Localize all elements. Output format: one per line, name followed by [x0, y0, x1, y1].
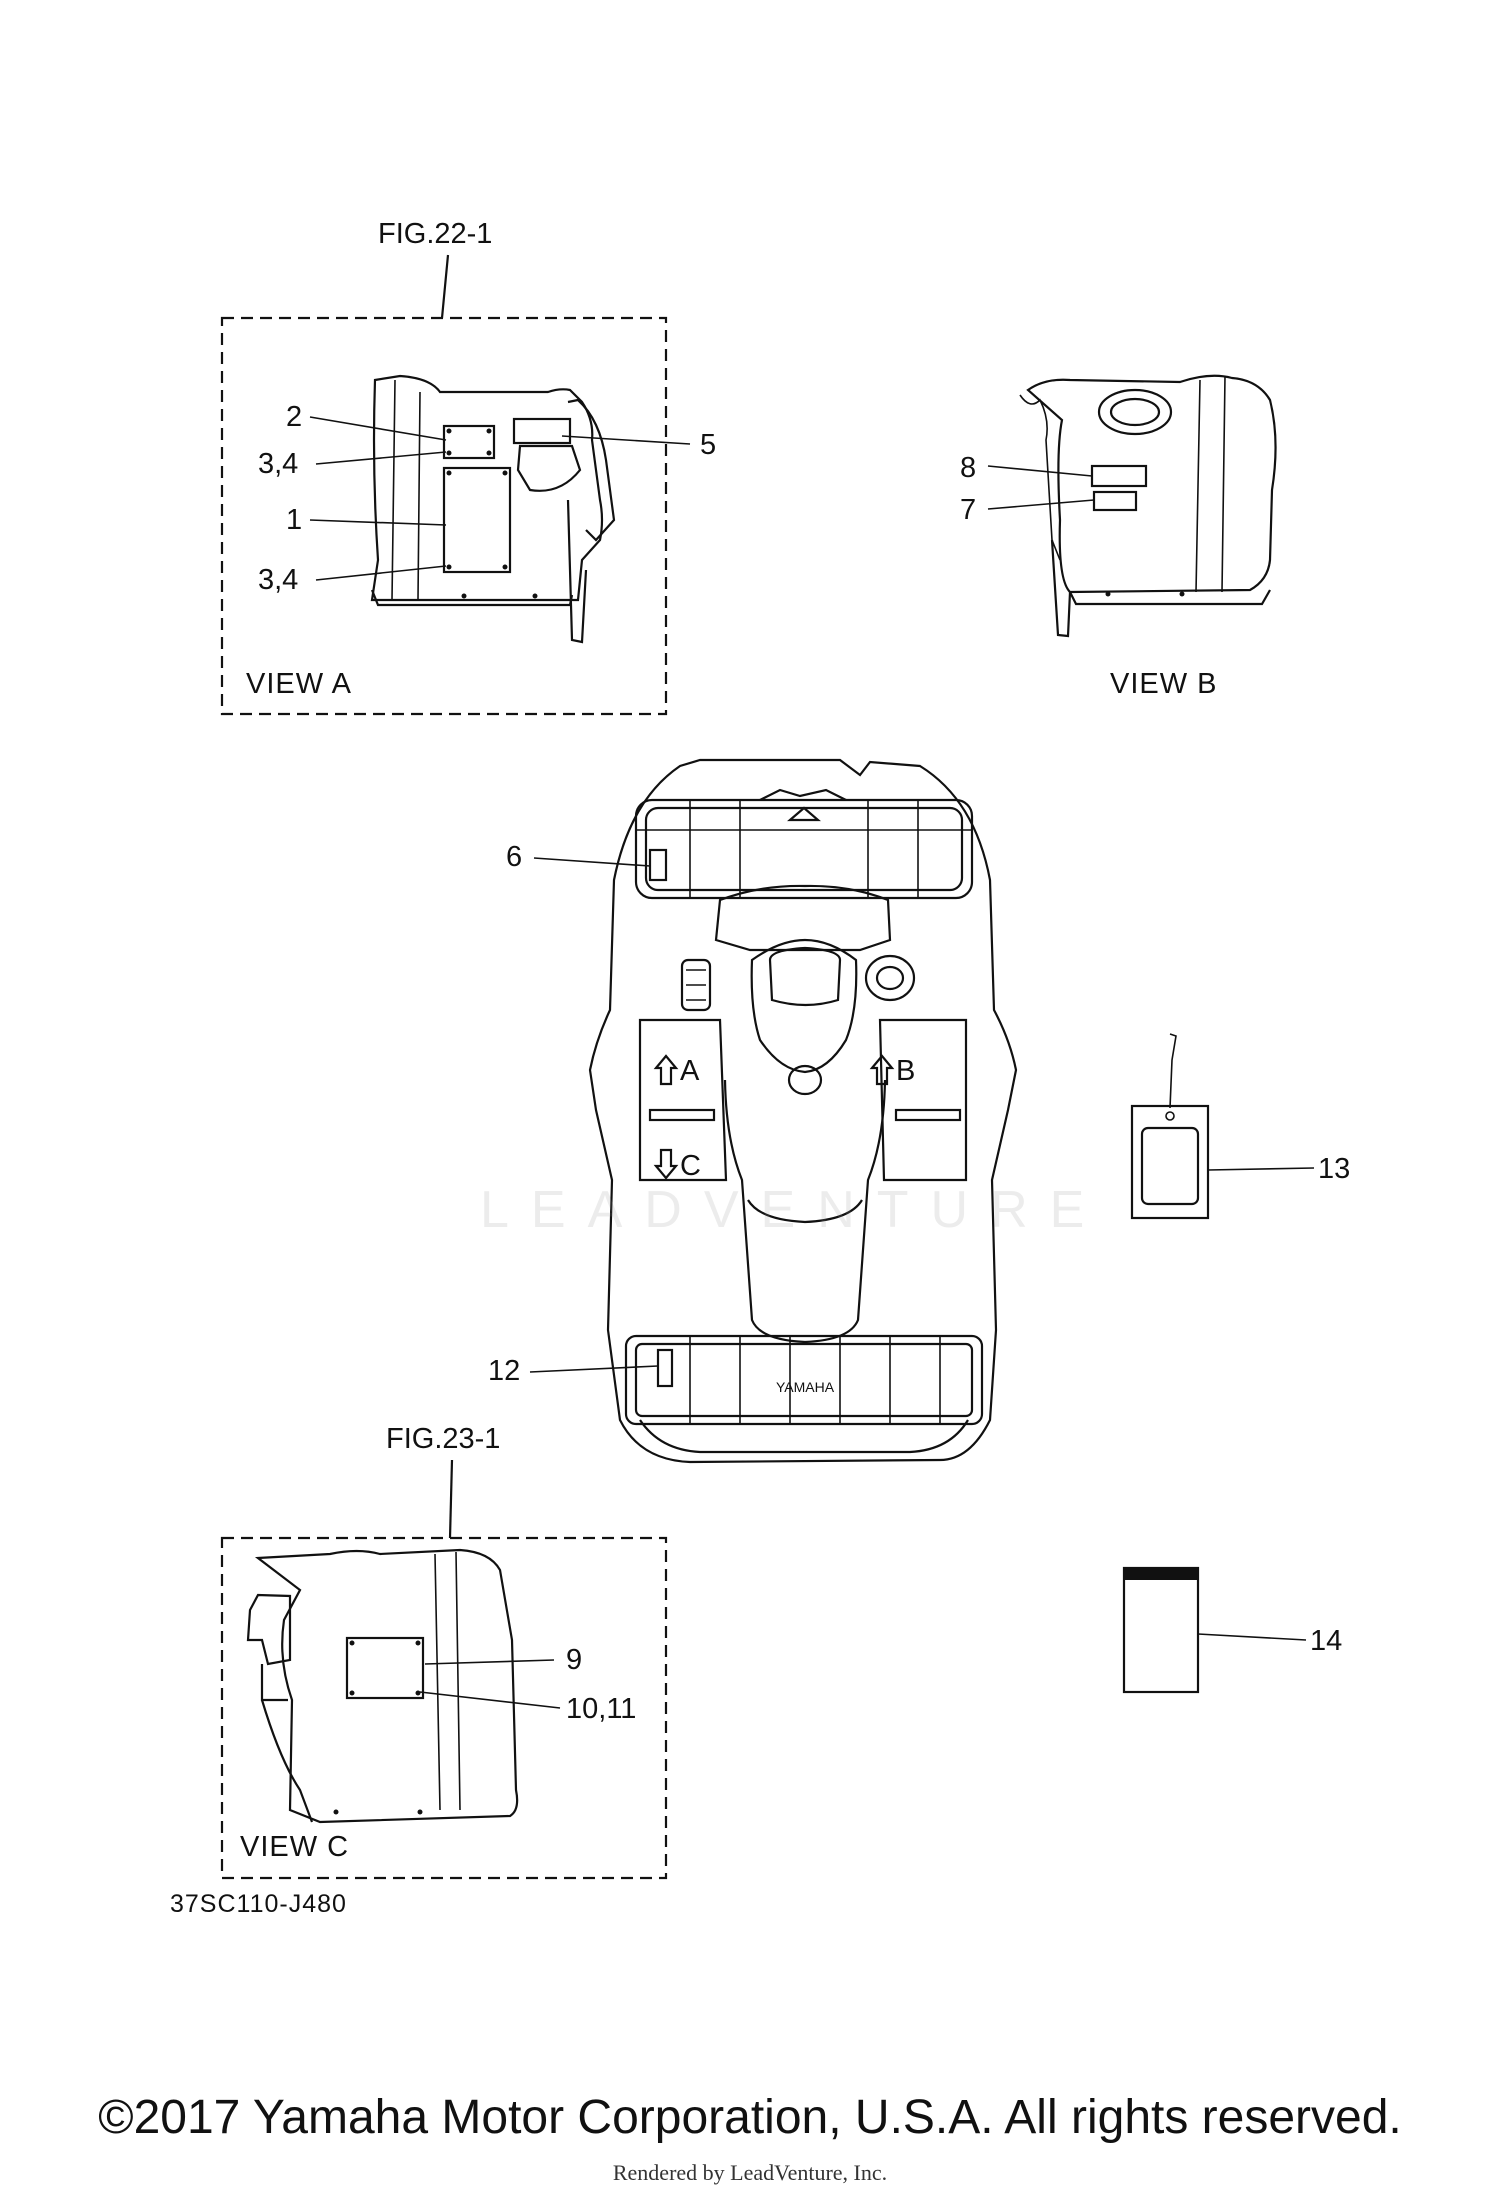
booklet-body [1122, 1566, 1200, 1694]
callout-10-11[interactable]: 10,11 [566, 1693, 636, 1725]
callout-5[interactable]: 5 [700, 429, 716, 461]
arrow-b-label: B [896, 1055, 915, 1087]
callout-6[interactable]: 6 [506, 841, 522, 873]
callout-3-4-lower[interactable]: 3,4 [258, 564, 298, 596]
rendered-by-text: Rendered by LeadVenture, Inc. [612, 2160, 888, 2185]
callout-3-4-upper[interactable]: 3,4 [258, 448, 298, 480]
watermark: LEADVENTURE [480, 1181, 1107, 1239]
callout-13[interactable]: 13 [1318, 1153, 1350, 1185]
tag-card [1130, 1104, 1210, 1220]
arrow-a: A [653, 1054, 700, 1087]
label-1 [442, 466, 512, 574]
item-14-booklet: 14 [1122, 1566, 1342, 1694]
view-c-panel: FIG.23-1 9 10,11 VIEW C [220, 1423, 668, 1880]
view-a-panel: FIG.22-1 2 3,4 1 3,4 5 VIEW A [220, 218, 716, 716]
label-7 [1092, 490, 1138, 512]
label-12 [656, 1348, 674, 1388]
callout-7[interactable]: 7 [960, 494, 976, 526]
yamaha-emblem: YAMAHA [776, 1379, 835, 1395]
arrow-c-label: C [680, 1150, 701, 1182]
arrow-b: B [869, 1054, 915, 1087]
callout-12[interactable]: 12 [488, 1355, 520, 1387]
label-8 [1090, 464, 1148, 488]
callout-9[interactable]: 9 [566, 1644, 582, 1676]
callout-14[interactable]: 14 [1310, 1625, 1342, 1657]
fig-ref-bottom[interactable]: FIG.23-1 [386, 1423, 500, 1455]
item-13-tag: 13 [1130, 1033, 1350, 1220]
callout-8[interactable]: 8 [960, 452, 976, 484]
view-b-label: VIEW B [1110, 668, 1218, 700]
label-9 [345, 1636, 425, 1700]
view-c-label: VIEW C [240, 1831, 349, 1863]
view-a-label: VIEW A [246, 668, 352, 700]
atv-top-view: YAMAHA A B C 6 12 [488, 758, 1018, 1464]
fig-ref-top[interactable]: FIG.22-1 [378, 218, 492, 250]
label-5 [512, 417, 572, 445]
drawing-code: 37SC110-J480 [170, 1890, 347, 1918]
copyright-text: ©2017 Yamaha Motor Corporation, U.S.A. A… [98, 2091, 1402, 2144]
label-6 [648, 848, 668, 882]
view-b-panel: 8 7 VIEW B [960, 374, 1277, 700]
callout-1[interactable]: 1 [286, 504, 302, 536]
arrow-c: C [653, 1148, 701, 1182]
view-c-frame [220, 1536, 668, 1880]
arrow-a-label: A [680, 1055, 700, 1087]
label-2 [442, 424, 496, 460]
callout-2[interactable]: 2 [286, 401, 302, 433]
view-a-frame [220, 316, 668, 716]
